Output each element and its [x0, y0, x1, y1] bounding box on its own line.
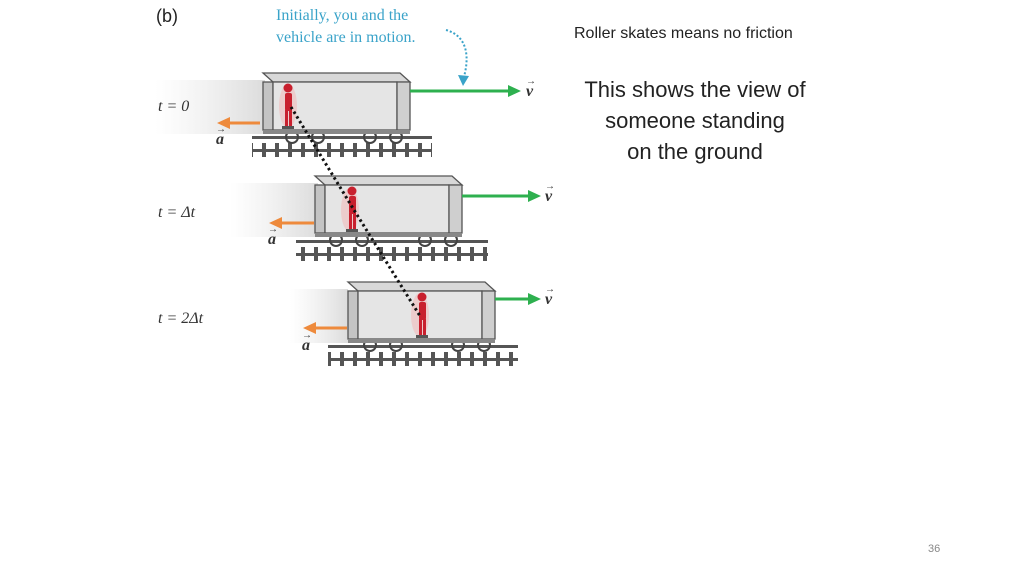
rail — [328, 345, 518, 348]
rail — [296, 240, 488, 243]
velocity-label: v — [545, 291, 553, 308]
skater-head — [283, 83, 293, 93]
car-floor — [315, 233, 462, 237]
car-end — [262, 81, 274, 131]
vector-arrow-mark: → — [216, 124, 226, 135]
car-floor — [263, 130, 410, 134]
caption-line-2: vehicle are in motion. — [276, 29, 416, 46]
roller-skates — [416, 335, 428, 338]
acceleration-label: a — [216, 131, 224, 148]
caption-pointer-head — [458, 75, 469, 86]
car-top — [261, 72, 412, 83]
motion-blur — [155, 80, 265, 134]
acceleration-label: a — [268, 231, 276, 248]
skater-head — [417, 292, 427, 302]
friction-note: Roller skates means no friction — [574, 25, 793, 42]
roller-skates — [346, 229, 358, 232]
skater-body — [285, 93, 292, 111]
caption-pointer — [445, 29, 468, 81]
acceleration-arrowhead — [217, 117, 230, 129]
vehicle-row-t2: t = 2Δt v → a → — [158, 281, 555, 366]
roller-skates — [282, 126, 294, 129]
vector-arrow-mark: → — [545, 284, 555, 295]
car-end — [396, 81, 411, 131]
velocity-arrowhead — [528, 293, 541, 305]
skater-leg — [285, 110, 288, 126]
caption-line-1: Initially, you and the — [276, 7, 408, 24]
motion-blur — [230, 183, 318, 237]
motion-blur — [290, 289, 348, 343]
skater-leg — [353, 213, 356, 229]
velocity-label: v — [526, 83, 534, 100]
vehicle-row-t1: t = Δt v → a → — [158, 175, 555, 261]
skater-leg — [289, 110, 292, 126]
car-end — [347, 290, 359, 340]
time-label-t0: t = 0 — [158, 98, 189, 115]
skater-head — [347, 186, 357, 196]
vector-arrow-mark: → — [302, 330, 312, 341]
rail-ties — [252, 143, 432, 157]
vehicle-row-t0: t = 0 v → a → — [155, 72, 536, 157]
acceleration-label: a — [302, 337, 310, 354]
skater-body — [419, 302, 426, 320]
acceleration-arrowhead — [303, 322, 316, 334]
panel-label: (b) — [156, 6, 178, 26]
velocity-arrowhead — [508, 85, 521, 97]
car-end — [314, 184, 326, 234]
skater-trajectory — [289, 106, 422, 317]
velocity-label: v — [545, 188, 553, 205]
moving-vehicle-diagram: (b) Initially, you and the vehicle are i… — [155, 6, 555, 366]
vector-arrow-mark: → — [545, 181, 555, 192]
view-line-2: someone standing — [605, 108, 785, 133]
time-label-t2: t = 2Δt — [158, 310, 204, 327]
car-top — [346, 281, 497, 292]
vector-arrow-mark: → — [526, 76, 536, 87]
view-line-3: on the ground — [627, 139, 763, 164]
rail — [252, 136, 432, 139]
skater-leg — [423, 319, 426, 335]
car-end — [481, 290, 496, 340]
vector-arrow-mark: → — [268, 224, 278, 235]
skater-leg — [419, 319, 422, 335]
rail-ties — [296, 247, 488, 261]
page-number: 36 — [928, 543, 941, 555]
acceleration-arrowhead — [269, 217, 282, 229]
car-end — [448, 184, 463, 234]
view-line-1: This shows the view of — [584, 77, 806, 102]
view-description: This shows the view of someone standing … — [560, 74, 830, 167]
velocity-arrowhead — [528, 190, 541, 202]
time-label-t1: t = Δt — [158, 204, 196, 221]
car-floor — [348, 339, 495, 343]
rail-ties — [328, 352, 518, 366]
skater-leg — [349, 213, 352, 229]
